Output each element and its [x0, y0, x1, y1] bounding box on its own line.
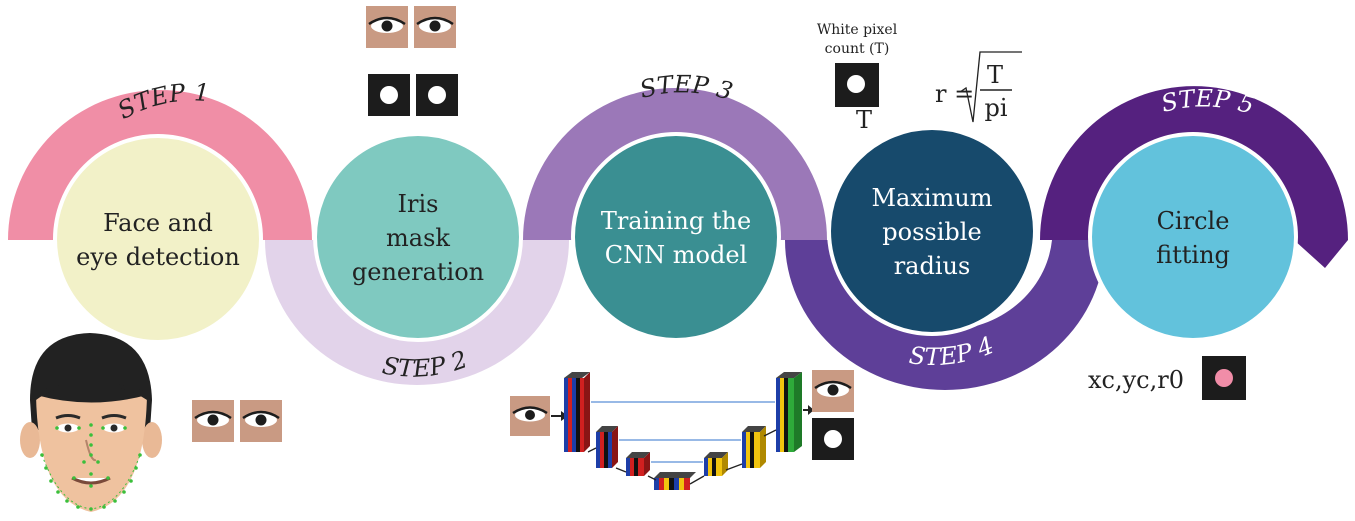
formula-numerator: T [987, 61, 1003, 89]
formula-denominator: pi [984, 94, 1007, 122]
iris-mask-pair [368, 74, 458, 116]
landmark-points [40, 423, 142, 511]
decoder-block-3 [704, 452, 728, 476]
step2-circle [313, 132, 523, 342]
step4-title-wrap: Maximum possible radius [832, 132, 1032, 332]
decoder-block-1 [776, 372, 802, 452]
radius-formula: r = T pi [935, 51, 1022, 123]
step1-title: Face and eye detection [76, 209, 240, 271]
step1-ring [8, 90, 312, 240]
step1-title-wrap: Face and eye detection [58, 140, 258, 340]
encoder-block-2 [596, 426, 618, 468]
step3-title-wrap: Training the CNN model [576, 138, 776, 338]
decoder-block-2 [742, 426, 766, 468]
step2-title-wrap: Iris mask generation [318, 138, 518, 338]
white-pixel-count-line1: White pixel [817, 22, 898, 38]
skip-connections [591, 401, 775, 463]
encoder-block-3 [626, 452, 650, 476]
step5-title: Circle fitting [1156, 207, 1230, 269]
step4-ring [785, 240, 1105, 390]
step4-circle [827, 126, 1037, 336]
step1-circle [53, 134, 263, 344]
t-label: T [856, 106, 872, 134]
step3-circle [571, 132, 781, 342]
white-pixel-count-line2: count (T) [825, 41, 890, 57]
white-pixel-mask [835, 63, 879, 107]
circle-output-label: xc,yc,r0 [1088, 366, 1184, 394]
unet-network-diagram [510, 370, 854, 490]
step5-circle [1088, 132, 1298, 342]
step5-ring [1040, 86, 1348, 268]
face-landmark-illustration [20, 333, 162, 512]
eye-image-pair-top [366, 6, 456, 48]
bottleneck-block [654, 472, 696, 490]
encoder-block-1 [564, 372, 590, 452]
down-up-arrows [587, 429, 777, 485]
step2-title: Iris mask generation [351, 190, 485, 286]
eye-image-pair-bottom [192, 400, 282, 442]
step4-title: Maximum possible radius [871, 184, 993, 280]
circle-output-image [1202, 356, 1246, 400]
step3-ring [523, 88, 827, 240]
step3-title: Training the CNN model [600, 207, 752, 269]
formula-r: r = [935, 80, 974, 108]
step2-ring [265, 240, 569, 385]
step5-title-wrap: Circle fitting [1093, 138, 1293, 338]
